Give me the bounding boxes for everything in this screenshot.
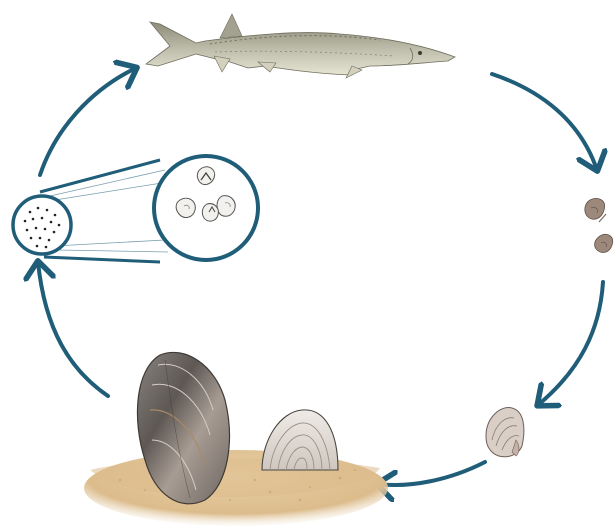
sturgeon-icon (146, 14, 455, 78)
adult-mussel-icon (84, 352, 388, 526)
arrow-mussels-to-eggs (38, 262, 108, 396)
arrow-juvenile-to-mussels (378, 462, 485, 485)
arrow-eggs-to-fish (40, 68, 136, 175)
juvenile-mussel-icon (486, 408, 524, 457)
magnifier-cone-bottom (44, 257, 160, 262)
arrow-larvae-to-juvenile (538, 282, 603, 405)
egg-mass-icon (13, 156, 258, 262)
glochidia-larvae-icon (585, 198, 613, 252)
magnifier-cone-top (40, 160, 160, 192)
arrow-fish-to-larvae (492, 74, 597, 170)
egg-mass (13, 196, 71, 254)
